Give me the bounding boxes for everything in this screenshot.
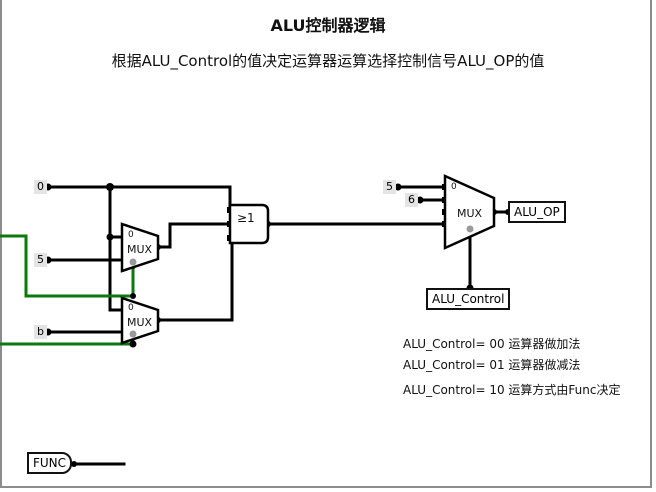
diagram-subtitle: 根据ALU_Control的值决定运算器运算选择控制信号ALU_OP的值 [111, 52, 545, 70]
note-line-3: ALU_Control= 10 运算方式由Func决定 [403, 383, 621, 397]
note-line-1: ALU_Control= 00 运算器做加法 [403, 337, 581, 351]
alu-op-pin[interactable]: ALU_OP [508, 201, 566, 223]
junction-dot [394, 183, 402, 191]
constant-5-right[interactable]: 5 [383, 180, 396, 194]
mux-1-label: MUX [127, 243, 153, 256]
note-line-2: ALU_Control= 01 运算器做减法 [403, 358, 581, 372]
diagram-title: ALU控制器逻辑 [270, 16, 386, 35]
constant-0[interactable]: 0 [34, 180, 47, 194]
constant-5-left[interactable]: 5 [34, 253, 47, 267]
mux-2-label: MUX [127, 316, 153, 329]
alu-control-pin[interactable]: ALU_Control [426, 288, 511, 310]
constant-b[interactable]: b [34, 325, 47, 339]
or-gate-label: ≥1 [237, 211, 255, 225]
mux-main [443, 174, 496, 250]
mux-main-label: MUX [457, 207, 483, 220]
green-wire [0, 338, 135, 346]
func-pin[interactable]: FUNC [27, 452, 73, 474]
select-dot [129, 258, 137, 266]
junction-dot [416, 196, 424, 204]
or-gate [228, 203, 270, 245]
select-dot [466, 225, 474, 233]
junction-dot [106, 233, 114, 241]
junction-dot [130, 293, 136, 299]
junction-dot [129, 340, 137, 348]
junction-dot [71, 461, 77, 467]
green-wire [0, 234, 135, 298]
mux-main-select-0: 0 [451, 182, 457, 192]
select-dot [129, 330, 137, 338]
junction-dot [106, 183, 114, 191]
mux-1-select-0: 0 [128, 230, 134, 240]
constant-6[interactable]: 6 [405, 193, 418, 207]
mux-2-select-0: 0 [128, 303, 134, 313]
